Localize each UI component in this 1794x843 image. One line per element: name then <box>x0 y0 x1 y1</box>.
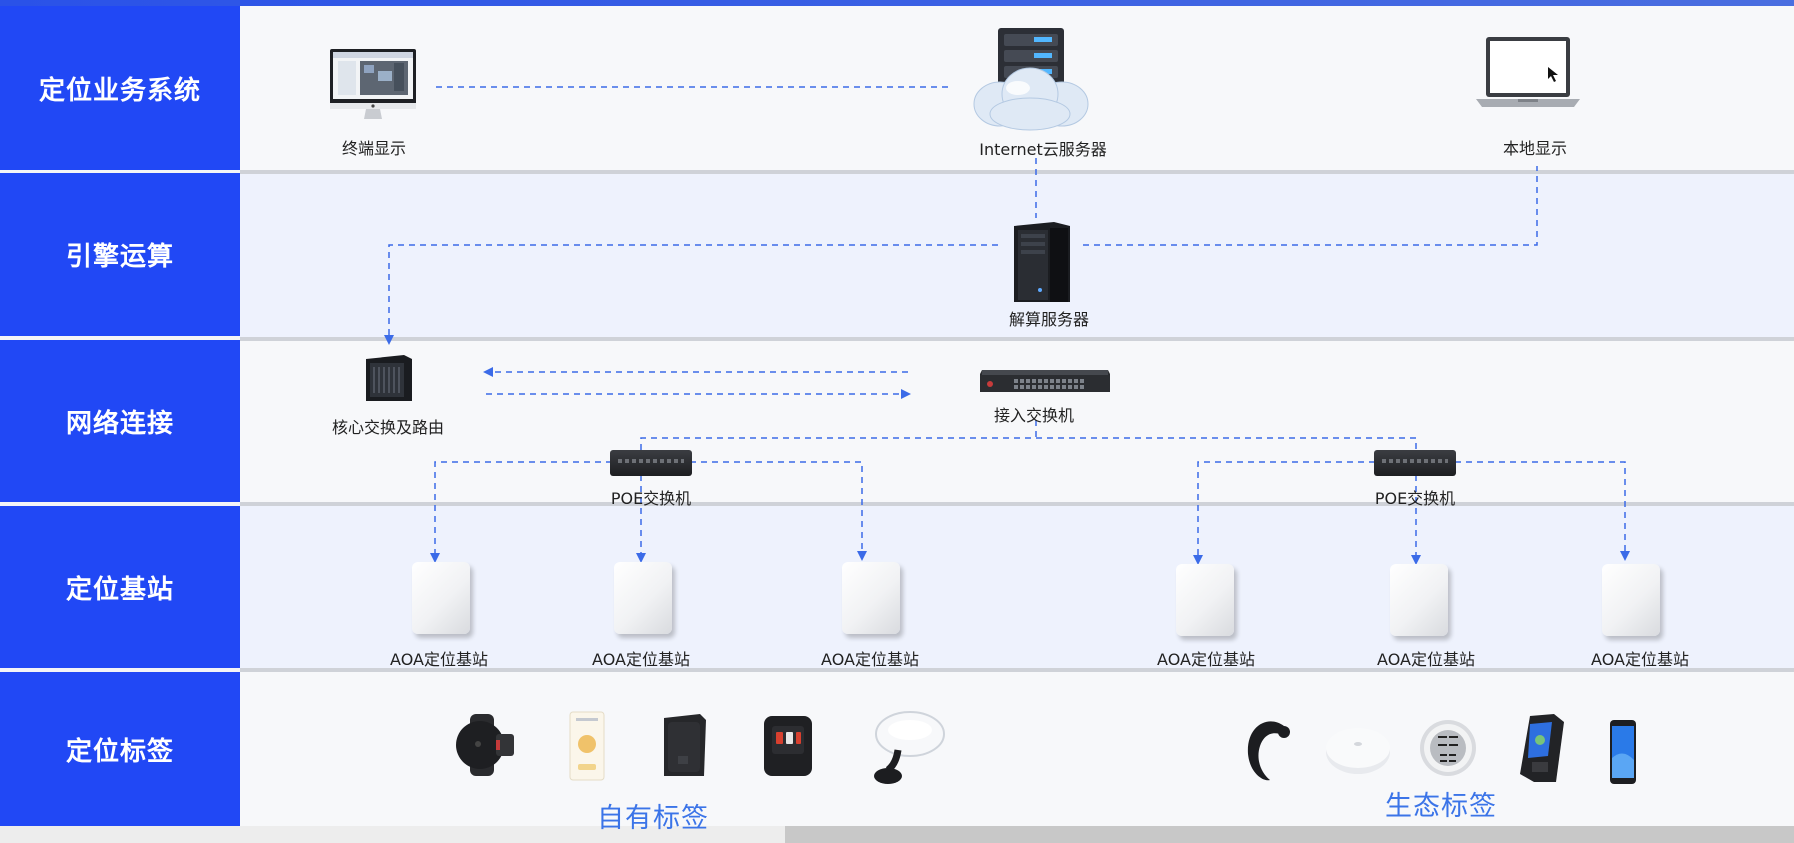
link-poe-left-c <box>690 461 867 561</box>
solver-server-label: 解算服务器 <box>1008 310 1090 329</box>
solver-server-icon <box>1014 222 1070 302</box>
terminal-display-label: 终端显示 <box>341 139 407 158</box>
band-separator <box>240 502 1794 506</box>
aoa-station-icon <box>614 562 672 634</box>
link-solver-core <box>384 244 998 345</box>
thermometer-tag-icon <box>1420 720 1476 776</box>
band-station <box>240 506 1794 668</box>
aoa-station-label: AOA定位基站 <box>1157 650 1255 669</box>
vehicle-tag-icon <box>874 711 945 784</box>
laptop-icon <box>1476 37 1580 107</box>
footer-strip <box>785 826 1794 843</box>
link-poe-right-c <box>1455 461 1630 561</box>
disc-tag-icon <box>1326 728 1390 774</box>
link-poe-right-a <box>1193 461 1375 565</box>
row-label-network: 网络连接 <box>0 340 240 502</box>
wristband-tag-icon <box>456 714 514 776</box>
monitor-icon <box>330 49 416 119</box>
smartphone-tag-icon <box>1610 720 1636 784</box>
row-label-tags: 定位标签 <box>0 672 240 826</box>
aoa-station-label: AOA定位基站 <box>592 650 690 669</box>
poe-switch-left-icon <box>610 450 692 476</box>
footer-strip <box>0 826 785 843</box>
link-solver-local <box>1083 166 1538 246</box>
local-display-label: 本地显示 <box>1502 139 1568 158</box>
aoa-station-icon <box>1390 564 1448 636</box>
poe-switch-right-label: POE交换机 <box>1374 489 1456 508</box>
band-separator <box>240 337 1794 341</box>
access-switch-label: 接入交换机 <box>993 406 1075 425</box>
link-access-poe-split <box>640 437 1417 450</box>
link-poe-left-a <box>430 461 612 563</box>
top-accent-bar <box>0 0 1794 6</box>
pouch-tag-icon <box>664 714 706 776</box>
core-switch-icon <box>366 355 412 401</box>
band-separator <box>240 668 1794 672</box>
aoa-station-label: AOA定位基站 <box>821 650 919 669</box>
band-network <box>240 339 1794 502</box>
cloud-server-icon <box>973 28 1089 131</box>
aoa-station-label: AOA定位基站 <box>1591 650 1689 669</box>
band-separator <box>240 170 1794 174</box>
cloud-server-label: Internet云服务器 <box>979 140 1107 159</box>
aoa-station-label: AOA定位基站 <box>1377 650 1475 669</box>
eco-tags-label: 生态标签 <box>1385 791 1497 822</box>
aoa-station-icon <box>1602 564 1660 636</box>
row-label-engine: 引擎运算 <box>0 173 240 336</box>
aoa-station-icon <box>412 562 470 634</box>
badge-tag-icon <box>569 711 605 781</box>
bracelet-tag-icon <box>1247 721 1290 781</box>
row-label-station: 定位基站 <box>0 506 240 668</box>
aoa-station-icon <box>1176 564 1234 636</box>
aoa-station-label: AOA定位基站 <box>390 650 488 669</box>
aoa-station-icon <box>842 562 900 634</box>
card-tag-icon <box>764 716 812 776</box>
own-tags-label: 自有标签 <box>597 803 709 834</box>
core-switch-label: 核心交换及路由 <box>331 418 445 437</box>
access-switch-icon <box>980 370 1110 392</box>
handheld-tag-icon <box>1520 714 1564 782</box>
poe-switch-left-label: POE交换机 <box>610 489 692 508</box>
poe-switch-right-icon <box>1374 450 1456 476</box>
row-label-business: 定位业务系统 <box>0 6 240 170</box>
